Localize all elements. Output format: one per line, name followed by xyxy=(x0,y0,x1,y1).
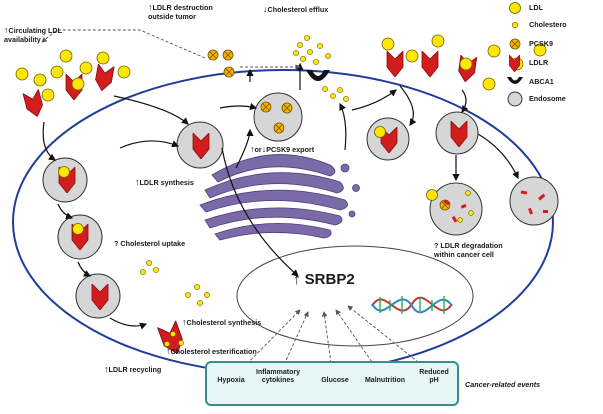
cholesterol-icon xyxy=(511,21,519,29)
cholesterol-efflux-label: ↓Cholesterol efflux xyxy=(263,4,329,14)
ldl-icon xyxy=(509,2,521,14)
legend-label-cholesterol: Cholestero xyxy=(529,20,567,29)
ldl-particles xyxy=(15,34,547,235)
endosome-icon xyxy=(507,91,523,107)
cancer-events-caption: Cancer-related events xyxy=(465,380,541,389)
ldlr-recycling-label: ↑LDLR recycling xyxy=(104,364,162,374)
event-malnutrition: Malnutrition xyxy=(364,377,406,384)
abca1-transporter xyxy=(306,70,330,81)
ldlr-fragments xyxy=(443,190,548,223)
endosome xyxy=(509,176,559,226)
dna-helix xyxy=(371,296,453,314)
ldlr-synthesis-label: ↑LDLR synthesis xyxy=(135,177,194,187)
nucleus xyxy=(236,245,474,347)
legend-label-ldlr: LDLR xyxy=(529,58,549,67)
pathway-arrows xyxy=(42,62,519,330)
legend-label-ldl: LDL xyxy=(529,3,543,12)
cholesterol-dots xyxy=(140,35,474,347)
ldlr-destruction-label: ↑LDLR destruction outside tumor xyxy=(148,2,213,21)
cholesterol-uptake-label: ? Cholesterol uptake xyxy=(114,239,186,248)
cholesterol-synthesis-label: ↑Cholesterol synthesis xyxy=(182,317,262,327)
event-reduced-ph: Reduced pH xyxy=(419,369,449,384)
event-glucose: Glucose xyxy=(321,377,349,384)
ldlr-degradation-label: ? LDLR degradation within cancer cell xyxy=(434,241,503,259)
event-hypoxia: Hypoxia xyxy=(217,377,245,384)
legend-label-endosome: Endosome xyxy=(529,94,566,103)
circulating-ldl-label: ↑Circulating LDL availability xyxy=(4,25,63,44)
endosome xyxy=(429,182,483,236)
srbp2-label: ↑ SRBP2 xyxy=(293,271,355,288)
golgi-apparatus xyxy=(199,154,360,241)
pcsk9-export-label: ↑or↓PCSK9 export xyxy=(250,144,315,154)
cholesterol-esterification-label: ↑Cholesterol esterification xyxy=(166,346,257,356)
legend-label-abca1: ABCA1 xyxy=(529,77,554,86)
event-inflammatory-cytokines: Inflammatory cytokines xyxy=(256,369,300,384)
abca1-icon xyxy=(507,77,523,84)
endosome xyxy=(253,92,303,142)
legend xyxy=(507,2,523,107)
legend-label-pcsk9: PCSK9 xyxy=(529,39,553,48)
cancer-events-box: Hypoxia Inflammatory cytokines Glucose M… xyxy=(205,361,459,406)
